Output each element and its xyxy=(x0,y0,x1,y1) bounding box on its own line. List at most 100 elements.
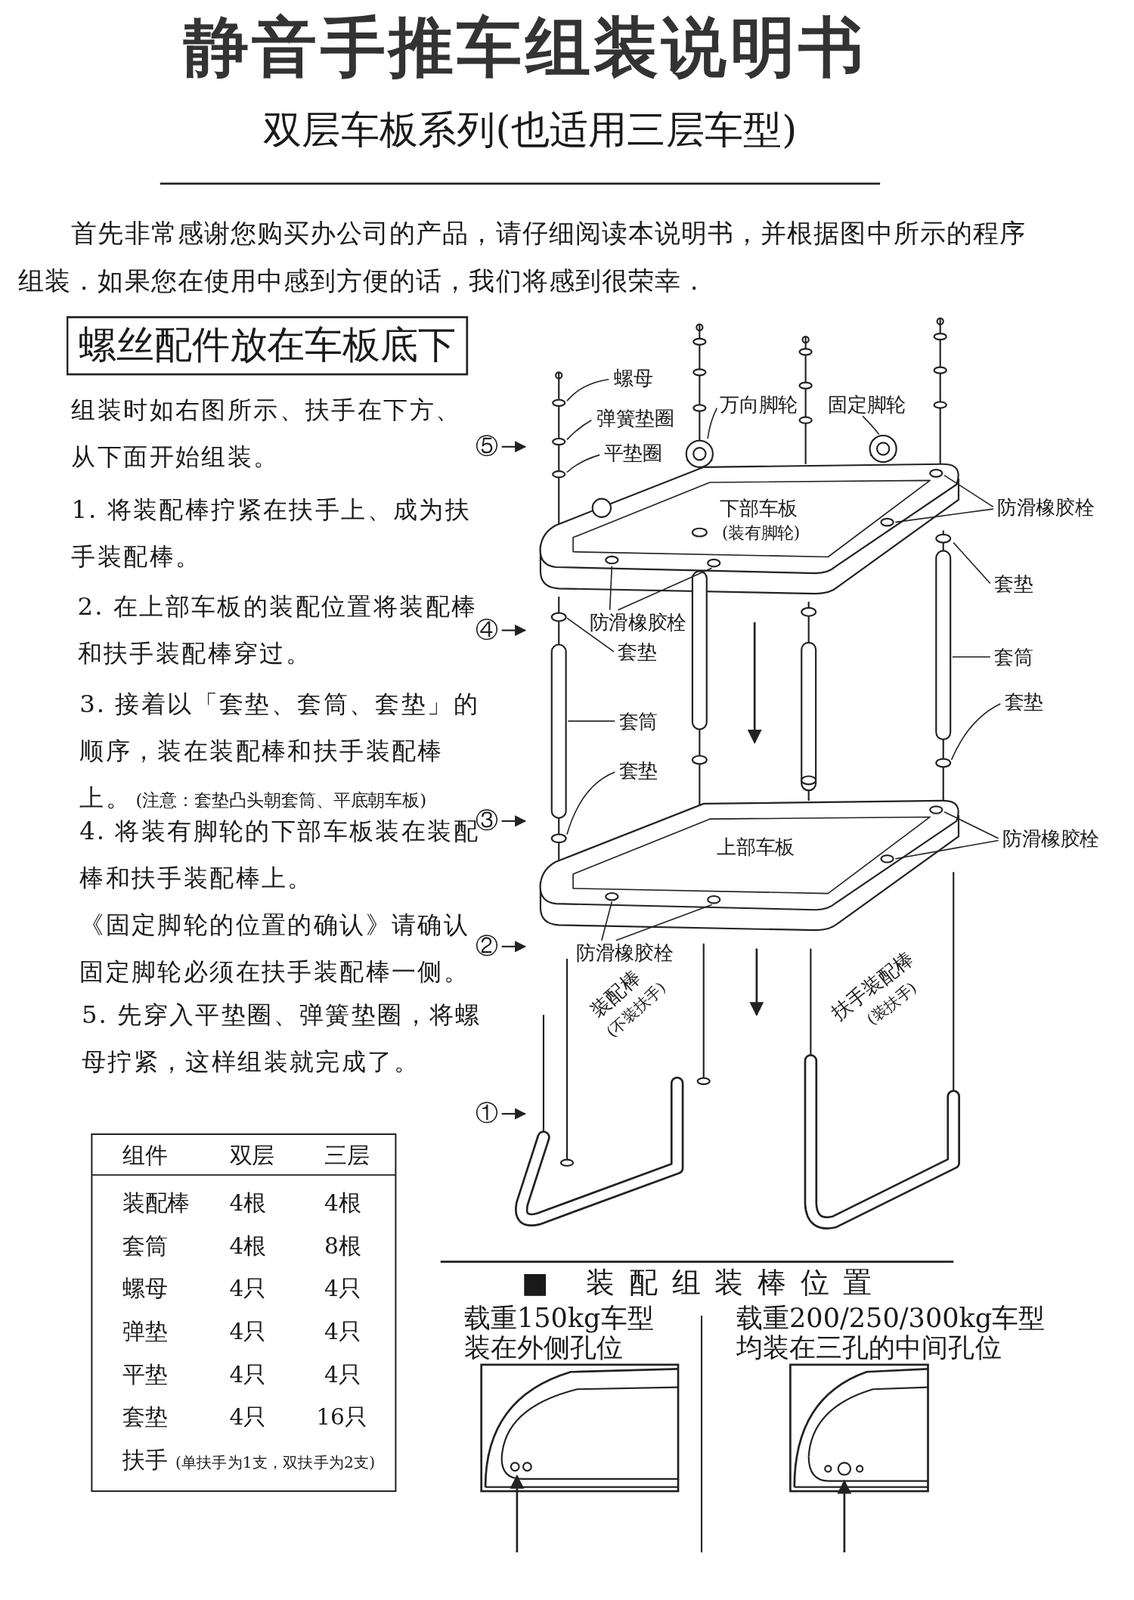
table-cell: 三层 xyxy=(324,1142,369,1169)
table-cell: 4只 xyxy=(324,1318,362,1345)
table-cell: 扶手 xyxy=(122,1446,168,1473)
instruction-step: 4. 将装有脚轮的下部车板装在装配棒和扶手装配棒上。 xyxy=(79,807,486,902)
callout-number: ⑤ xyxy=(475,433,499,461)
part-label: 螺母 xyxy=(613,365,653,389)
part-label: 上部车板 xyxy=(716,834,795,859)
part-label: 固定脚轮 xyxy=(827,392,906,416)
instruction-step: 4. 将装有脚轮的下部车板装在装配棒和扶手装配棒上。 xyxy=(79,816,480,893)
instruction-step: 2. 在上部车板的装配位置将装配棒和扶手装配棒穿过。 xyxy=(77,583,484,678)
callout-number: ③ xyxy=(475,807,499,834)
table-cell: 平垫 xyxy=(122,1361,168,1389)
table-cell: 4只 xyxy=(229,1403,267,1430)
instruction-step: 组装时如右图所示、扶手在下方、从下面开始组装。 xyxy=(71,386,478,481)
caption-text: 均装在三孔的中间孔位 xyxy=(736,1331,1002,1362)
callout-number: ⑤ xyxy=(475,433,499,459)
part-label: 套筒 xyxy=(619,709,658,733)
table-cell: 4只 xyxy=(229,1403,267,1432)
part-label: 套垫 xyxy=(994,571,1033,595)
part-label: 防滑橡胶栓 xyxy=(589,610,687,633)
instruction-step: 1. 将装配棒拧紧在扶手上、成为扶手装配棒。 xyxy=(71,486,478,580)
table-cell: 双层 xyxy=(229,1142,275,1169)
part-label: 套垫 xyxy=(617,639,657,663)
table-cell: 4只 xyxy=(324,1275,362,1302)
part-label: 下部车板 xyxy=(719,495,798,520)
table-cell: 4根 xyxy=(229,1233,267,1259)
part-label: 平垫圈 xyxy=(604,440,663,465)
table-cell: 4只 xyxy=(324,1318,362,1346)
table-cell: 4根 xyxy=(324,1189,362,1216)
callout-number: ② xyxy=(475,932,499,961)
part-label: 防滑橡胶栓 xyxy=(576,940,673,964)
part-label: 套筒 xyxy=(994,644,1033,669)
section-heading: ■ 装配组装棒位置 xyxy=(521,1265,887,1300)
instruction-step: 组装时如右图所示、扶手在下方、从下面开始组装。 xyxy=(71,395,462,471)
part-label: 套垫 xyxy=(1004,690,1044,713)
box-text: 螺丝配件放在车板底下 xyxy=(78,322,456,369)
section-heading: ■ 装配组装棒位置 xyxy=(521,1265,887,1300)
table-cell: 弹垫 xyxy=(122,1318,168,1345)
table-cell: 4只 xyxy=(229,1361,267,1389)
part-label: 防滑橡胶栓 xyxy=(1002,826,1100,850)
part-label: 防滑橡胶栓 xyxy=(589,610,687,634)
instruction-step: 1. 将装配棒拧紧在扶手上、成为扶手装配棒。 xyxy=(71,495,471,572)
part-label: 套筒 xyxy=(619,709,658,732)
part-label: 套垫 xyxy=(1004,690,1044,714)
table-cell: 弹垫 xyxy=(122,1318,168,1346)
part-label: 套筒 xyxy=(994,644,1033,668)
part-label: (装有脚轮) xyxy=(721,522,800,543)
part-label: 防滑橡胶栓 xyxy=(997,495,1094,519)
table-cell: 三层 xyxy=(324,1142,369,1170)
table-cell: 4根 xyxy=(229,1233,267,1261)
subtitle: 双层车板系列(也适用三层车型) xyxy=(263,107,797,155)
part-label: 弹簧垫圈 xyxy=(596,406,675,431)
part-label: 万向脚轮 xyxy=(719,392,798,416)
subtitle: 双层车板系列(也适用三层车型) xyxy=(263,107,797,152)
table-note: (单扶手为1支，双扶手为2支) xyxy=(175,1453,375,1472)
table-cell: 4根 xyxy=(229,1189,267,1218)
table-cell: 4只 xyxy=(229,1275,267,1302)
table-cell: 组件 xyxy=(122,1142,168,1170)
part-label: 套垫 xyxy=(994,571,1033,595)
table-cell: 装配棒 xyxy=(122,1189,190,1216)
part-label: 下部车板 xyxy=(719,495,798,519)
part-label: 平垫圈 xyxy=(604,440,663,464)
part-label: 弹簧垫圈 xyxy=(596,406,675,430)
caption-text: 装在外侧孔位 xyxy=(464,1332,623,1362)
table-cell: 8根 xyxy=(324,1233,362,1259)
page-title: 静音手推车组装说明书 xyxy=(183,9,868,85)
instruction-step: 2. 在上部车板的装配位置将装配棒和扶手装配棒穿过。 xyxy=(77,592,478,669)
table-cell: 16只 xyxy=(316,1403,367,1432)
table-cell: 8根 xyxy=(324,1233,362,1261)
table-cell: 平垫 xyxy=(122,1361,168,1388)
part-label: 套垫 xyxy=(619,758,658,781)
table-note: (单扶手为1支，双扶手为2支) xyxy=(175,1453,375,1472)
part-label: 套垫 xyxy=(617,639,657,664)
table-cell: 4只 xyxy=(229,1275,267,1303)
instruction-step: 5. 先穿入平垫圈、弹簧垫圈，将螺母拧紧，这样组装就完成了。 xyxy=(81,991,488,1085)
part-label: 螺母 xyxy=(613,365,653,390)
part-label: 上部车板 xyxy=(716,834,795,858)
intro-text: 首先非常感谢您购买办公司的产品，请仔细阅读本说明书，并根据图中所示的程序组装．如… xyxy=(18,209,1051,306)
table-cell: 4根 xyxy=(324,1189,362,1218)
table-cell: 4只 xyxy=(229,1318,267,1345)
callout-number: ③ xyxy=(475,807,499,835)
table-cell: 套筒 xyxy=(122,1233,168,1261)
part-label: (装有脚轮) xyxy=(721,522,800,543)
intro-text: 首先非常感谢您购买办公司的产品，请仔细阅读本说明书，并根据图中所示的程序组装．如… xyxy=(18,218,1026,297)
instruction-step: 3. 接着以「套垫、套筒、套垫」的顺序，装在装配棒和扶手装配棒上。(注意：套垫凸… xyxy=(79,680,486,824)
caption-text: 载重200/250/300kg车型 xyxy=(736,1302,1045,1333)
table-cell: 套筒 xyxy=(122,1233,168,1259)
instruction-note: (注意：套垫凸头朝套筒、平底朝车板) xyxy=(135,789,427,810)
instruction-step: 5. 先穿入平垫圈、弹簧垫圈，将螺母拧紧，这样组装就完成了。 xyxy=(81,1000,482,1076)
instruction-step: 《固定脚轮的位置的确认》请确认固定脚轮必须在扶手装配棒一侧。 xyxy=(79,901,486,995)
caption-text: 载重150kg车型 xyxy=(464,1302,654,1333)
table-cell: 螺母 xyxy=(122,1275,168,1302)
table-cell: 组件 xyxy=(122,1142,168,1169)
table-cell: 16只 xyxy=(316,1403,367,1430)
caption-text: 载重200/250/300kg车型 xyxy=(736,1301,1045,1333)
table-cell: 双层 xyxy=(229,1142,275,1170)
table-cell: 扶手 xyxy=(122,1446,168,1475)
table-cell: 4只 xyxy=(324,1275,362,1303)
table-cell: 套垫 xyxy=(122,1403,168,1432)
table-cell: 4只 xyxy=(229,1361,267,1388)
